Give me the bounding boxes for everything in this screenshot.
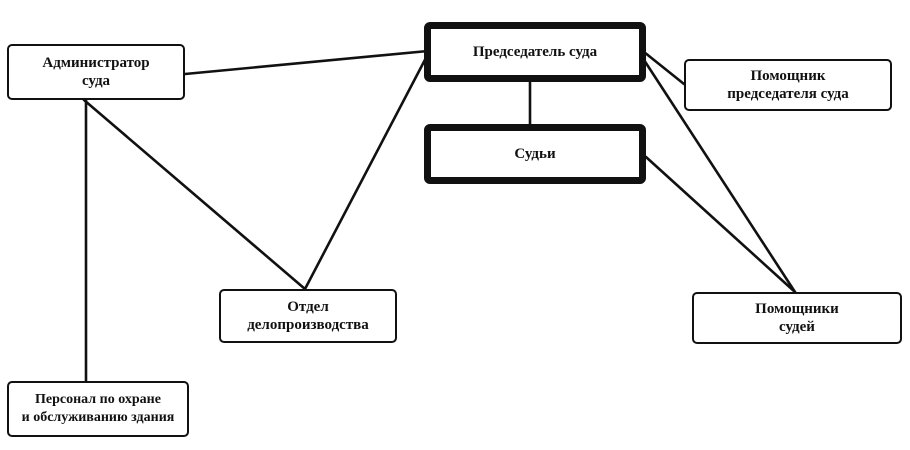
edge-chairman-records [303,52,430,291]
edge-chairman-judges-assistants [642,58,797,294]
node-judges-assistants: Помощники судей [692,292,902,344]
node-security-staff: Персонал по охране и обслуживанию здания [7,381,189,437]
node-chairman-assistant: Помощник председателя суда [684,59,892,111]
edge-judges-judges-assistants [644,155,797,294]
node-judges: Судьи [424,124,646,184]
edge-administrator-chairman [183,49,430,76]
node-chairman: Председатель суда [424,22,646,82]
edge-administrator-records [82,98,307,291]
edge-chairman-assistant [642,50,686,86]
node-administrator: Администратор суда [7,44,185,100]
node-records-department: Отдел делопроизводства [219,289,397,343]
